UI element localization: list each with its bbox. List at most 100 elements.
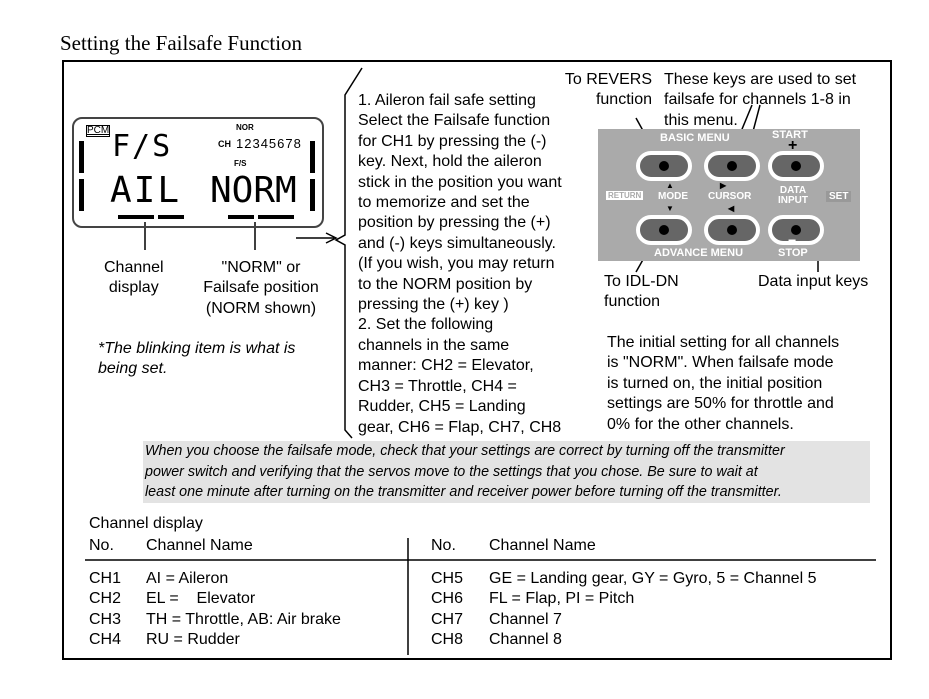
table-cell: GE = Landing gear, GY = Gyro, 5 = Channe… [489,570,817,587]
cursor-right-button[interactable] [704,151,760,181]
fs-small-label: F/S [234,159,247,168]
label-line: DATA [779,185,807,196]
blinking-note: *The blinking item is what is being set. [98,339,295,380]
lcd-bar [118,215,154,219]
instruction-line: pressing the (+) key ) [358,296,509,314]
minus-label: − [788,232,797,248]
initial-setting-text: The initial setting for all channels is … [607,333,839,435]
table-left-name: AI = Aileron EL = Elevator TH = Throttle… [146,569,341,650]
figure-frame [62,60,892,660]
label-line: (NORM shown) [205,299,317,317]
instruction-line: for CH1 by pressing the (-) [358,132,547,150]
channel-numbers: 12345678 [236,136,302,151]
table-caption: Channel display [89,515,203,532]
set-label: SET [826,191,852,202]
left-trim-bar-lower [79,179,84,211]
table-cell: CH1 [89,570,122,587]
header-channel-name: Channel Name [146,537,253,554]
minus-stop-button[interactable] [768,215,824,245]
label-line: display [108,279,159,297]
callout-line: this menu. [664,111,738,129]
mode-label: MODE [658,191,688,202]
table-cell: EL = Elevator [146,590,256,608]
table-cell: CH6 [431,590,464,608]
cursor-label: CURSOR [708,191,752,202]
text-line: settings are 50% for throttle and [607,395,834,413]
instruction-line: and (-) keys simultaneously. [358,234,556,252]
note-line: power switch and verifying that the serv… [145,463,758,480]
table-cell: CH8 [431,630,464,648]
lcd-bar [228,215,254,219]
left-trim-bar [79,141,84,173]
label-line: INPUT [778,195,808,206]
page-title: Setting the Failsafe Function [60,31,303,55]
lcd-display: PCM F/S CH NOR 12345678 F/S AIL NORM [72,117,324,228]
instruction-line: (If you wish, you may return [358,255,555,273]
lcd-bar [258,215,294,219]
idl-callout: To IDL-DN function [604,272,679,313]
cursor-left-button[interactable] [704,215,760,245]
mode-down-button[interactable] [636,215,692,245]
callout-line: To IDL-DN [604,273,679,290]
instruction-line: key. Next, hold the aileron [358,153,542,171]
table-cell: TH = Throttle, AB: Air brake [146,610,341,628]
revers-callout: To REVERS function [552,70,652,111]
ch-label: CH [218,139,231,149]
text-line: The initial setting for all channels [607,334,840,351]
instruction-line: manner: CH2 = Elevator, [358,357,534,375]
channel-display-label: Channel display [104,258,164,299]
label-line: being set. [98,360,168,378]
keys-callout: These keys are used to set failsafe for … [664,70,856,131]
table-cell: CH2 [89,590,122,608]
lcd-bar [158,215,184,219]
lcd-position-value: NORM [210,170,297,211]
table-cell: CH7 [431,610,464,628]
button-panel: BASIC MENU START + RETURN ▲ MODE ▼ ▶ CUR… [598,129,860,261]
plus-start-button[interactable] [768,151,824,181]
instruction-line: CH3 = Throttle, CH4 = [358,377,517,395]
cursor-right-arrow-icon: ▶ [720,181,727,190]
text-line: is "NORM". When failsafe mode [607,354,834,372]
table-cell: CH4 [89,630,122,648]
data-input-callout: Data input keys [758,273,869,290]
instruction-line: 2. Set the following [358,316,494,334]
table-cell: CH3 [89,610,122,628]
instruction-line: Select the Failsafe function [358,112,551,130]
instruction-line: gear, CH6 = Flap, CH7, CH8 [358,418,562,436]
text-line: is turned on, the initial position [607,374,823,392]
table-right-no: CH5 CH6 CH7 CH8 [431,569,463,650]
table-cell: AI = Aileron [146,570,229,587]
callout-line: function [595,91,652,109]
mode-up-button[interactable] [636,151,692,181]
instruction-line: stick in the position you want [358,173,562,191]
header-no: No. [89,537,114,554]
header-no: No. [431,537,456,554]
label-line: "NORM" or [221,259,301,276]
callout-line: These keys are used to set [664,71,857,88]
instructions: 1. Aileron fail safe setting Select the … [358,91,562,438]
nor-label: NOR [236,123,254,132]
table-left-no: CH1 CH2 CH3 CH4 [89,569,121,650]
norm-label: "NORM" or Failsafe position (NORM shown) [196,258,326,319]
callout-line: failsafe for channels 1-8 in [664,91,851,109]
plus-label: + [788,137,798,154]
basic-menu-label: BASIC MENU [660,132,730,144]
mode-down-arrow-icon: ▼ [666,204,674,213]
instruction-line: to memorize and set the [358,194,530,212]
note-line: least one minute after turning on the tr… [145,484,782,500]
callout-line: function [604,293,661,311]
warning-note: When you choose the failsafe mode, check… [143,441,870,503]
instruction-line: 1. Aileron fail safe setting [358,92,536,109]
label-line: *The blinking item is what is [98,340,296,357]
instruction-line: position by pressing the (+) [358,214,551,232]
start-label: START [772,129,808,141]
right-trim-bar-lower [310,179,315,211]
table-cell: FL = Flap, PI = Pitch [489,590,635,608]
table-cell: Channel 7 [489,610,562,628]
table-cell: CH5 [431,570,464,587]
cursor-left-arrow-icon: ◀ [728,204,735,213]
text-line: 0% for the other channels. [607,415,794,433]
table-cell: RU = Rudder [146,630,240,648]
pcm-indicator: PCM [86,125,111,137]
